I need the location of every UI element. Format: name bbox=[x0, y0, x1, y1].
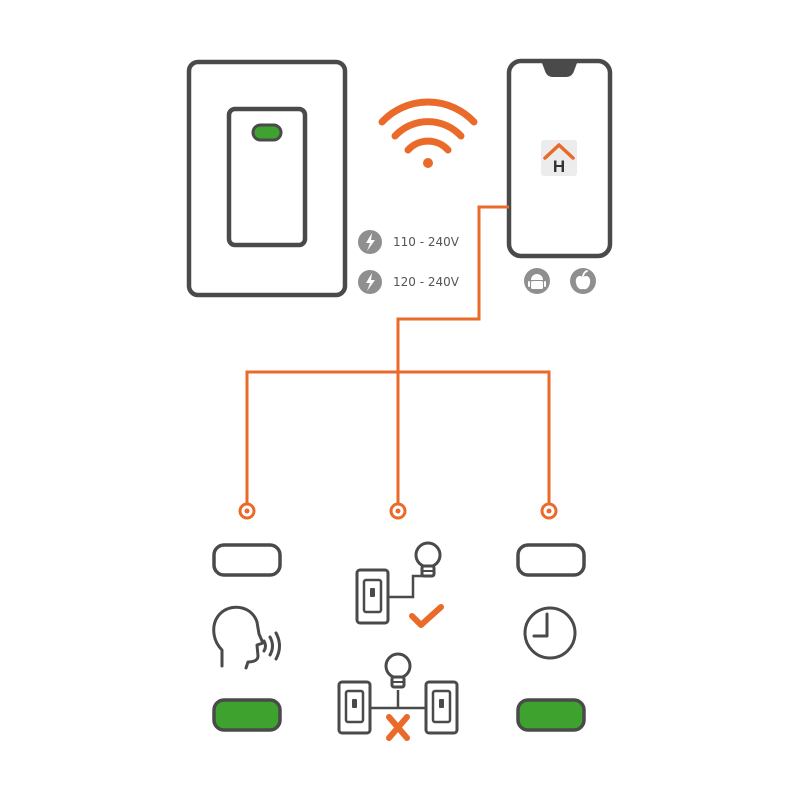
android-icon bbox=[524, 268, 550, 294]
lightning-icon bbox=[358, 270, 382, 294]
cross-icon bbox=[386, 714, 410, 741]
home-app-icon: H bbox=[541, 140, 577, 176]
lightning-icon bbox=[358, 230, 382, 254]
voltage-item-2: 120 - 240V bbox=[358, 270, 460, 294]
voice-control-icon bbox=[212, 605, 281, 670]
clock-icon bbox=[523, 606, 577, 660]
smartphone: H bbox=[506, 58, 613, 259]
connector-nodes bbox=[238, 502, 558, 520]
connector-lines bbox=[245, 205, 551, 503]
timer-on-indicator bbox=[516, 698, 586, 732]
voltage-label-2: 120 - 240V bbox=[393, 275, 460, 289]
switch-status-led bbox=[251, 123, 283, 142]
multi-way-switch-diagram bbox=[337, 652, 459, 741]
voltage-item-1: 110 - 240V bbox=[358, 230, 460, 254]
single-switch-diagram bbox=[355, 541, 444, 628]
voice-off-indicator bbox=[212, 543, 282, 577]
bulb-icon bbox=[384, 652, 412, 689]
bulb-icon bbox=[414, 541, 442, 578]
wall-switch bbox=[186, 59, 348, 298]
voltage-label-1: 110 - 240V bbox=[393, 235, 460, 249]
timer-off-indicator bbox=[516, 543, 586, 577]
apple-icon bbox=[570, 268, 596, 294]
voice-on-indicator bbox=[212, 698, 282, 732]
app-icon-letter: H bbox=[553, 157, 565, 176]
wifi-icon bbox=[378, 98, 478, 168]
check-icon bbox=[409, 604, 444, 628]
